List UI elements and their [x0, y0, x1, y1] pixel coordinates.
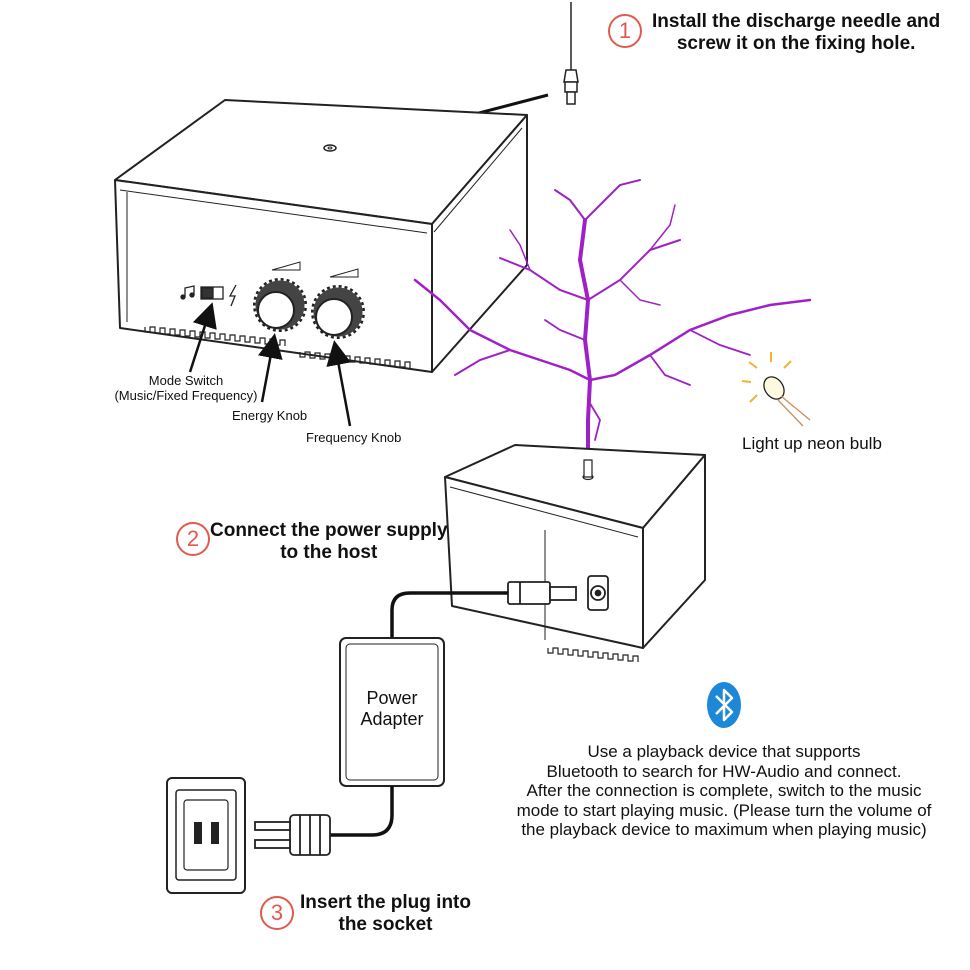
wall-socket — [166, 777, 246, 894]
host-box-lower — [444, 444, 706, 649]
neon-bulb-label: Light up neon bulb — [742, 434, 882, 453]
power-cable-upper — [390, 591, 508, 640]
step-3-line-2: the socket — [338, 913, 433, 935]
bluetooth-line-2: Bluetooth to search for HW-Audio and con… — [546, 761, 902, 781]
power-adapter-line-1: Power — [366, 688, 418, 708]
music-note-icon — [180, 285, 195, 300]
mode-switch-line-2: (Music/Fixed Frequency) — [114, 387, 258, 403]
step-1-line-2: screw it on the fixing hole. — [676, 32, 916, 54]
power-adapter-label: Power Adapter — [346, 688, 438, 729]
step-2-line-1: Connect the power supply — [210, 520, 448, 541]
frequency-knob-label: Frequency Knob — [306, 430, 402, 445]
bluetooth-instructions: Use a playback device that supports Blue… — [484, 742, 964, 840]
callout-arrows — [188, 302, 352, 427]
step-3-line-1: Insert the plug into — [300, 892, 471, 913]
discharge-needle — [563, 2, 579, 105]
plasma-arc — [413, 179, 812, 467]
step-3-number: 3 — [260, 896, 294, 930]
mode-switch-label: Mode Switch (Music/Fixed Frequency) — [98, 373, 274, 404]
frequency-knob — [310, 268, 366, 340]
step-1-line-1: Install the discharge needle and — [652, 11, 941, 32]
bluetooth-icon — [707, 682, 741, 728]
step-3-text: Insert the plug into the socket — [300, 892, 471, 936]
bluetooth-line-1: Use a playback device that supports — [587, 742, 861, 761]
bluetooth-line-3: After the connection is complete, switch… — [526, 781, 922, 801]
dc-plug — [507, 581, 577, 605]
bluetooth-line-5: the playback device to maximum when play… — [521, 820, 927, 840]
power-adapter-line-2: Adapter — [360, 708, 424, 729]
energy-knob — [252, 261, 308, 333]
lightning-icon — [228, 284, 237, 307]
energy-knob-label: Energy Knob — [232, 408, 308, 423]
power-cable-lower — [330, 786, 394, 837]
vent-grille-lower — [547, 647, 639, 662]
wall-plug — [254, 814, 331, 856]
step-2-text: Connect the power supply to the host — [210, 520, 448, 564]
switch-icon — [200, 286, 224, 300]
neon-bulb-icon — [741, 352, 811, 427]
dc-jack — [587, 575, 609, 611]
bluetooth-line-4: mode to start playing music. (Please tur… — [516, 800, 932, 820]
step-2-number: 2 — [176, 522, 210, 556]
step-1-number: 1 — [608, 14, 642, 48]
step-1-text: Install the discharge needle and screw i… — [652, 11, 940, 55]
step-2-line-2: to the host — [280, 541, 378, 563]
mode-switch-line-1: Mode Switch — [148, 373, 224, 388]
